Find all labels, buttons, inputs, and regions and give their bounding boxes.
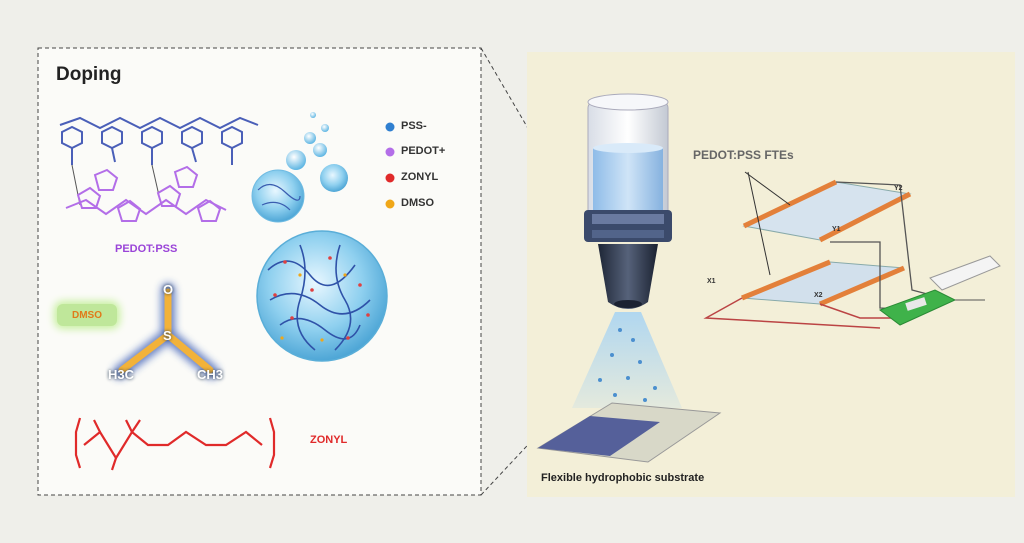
dmso-oxygen-label: O xyxy=(163,282,174,297)
zonyl-structure xyxy=(74,417,276,471)
dmso-badge: DMSO xyxy=(57,304,117,326)
legend-dot-dmso xyxy=(385,199,395,209)
medium-sphere xyxy=(251,169,305,223)
legend-label: PSS- xyxy=(401,120,427,132)
legend-item-dmso: DMSO xyxy=(385,197,434,209)
legend-dot-pedot xyxy=(385,147,395,157)
coated-region xyxy=(538,416,660,456)
legend-item-zonyl: ZONYL xyxy=(385,171,438,183)
pedot-pss-label: PEDOT:PSS xyxy=(115,243,178,255)
fte-arrow-1 xyxy=(744,171,791,206)
doping-panel xyxy=(37,47,482,496)
dmso-molecule xyxy=(113,283,219,379)
electrode-label-y1: Y1 xyxy=(832,226,841,233)
spray-droplets xyxy=(598,328,657,402)
doping-title: Doping xyxy=(56,64,122,85)
electrode-label-x2: X2 xyxy=(814,292,823,299)
legend-dot-zonyl xyxy=(385,173,395,183)
legend-label: DMSO xyxy=(401,197,434,209)
spray-cone xyxy=(572,312,682,408)
dmso-left-methyl-label: H3C xyxy=(108,367,135,382)
legend-label: ZONYL xyxy=(401,171,439,183)
substrate-label: Flexible hydrophobic substrate xyxy=(541,472,705,484)
legend-item-pedot: PEDOT+ xyxy=(385,145,445,157)
dmso-sulfur-label: S xyxy=(163,328,172,343)
large-sphere xyxy=(256,230,388,362)
electrode-label-x1: X1 xyxy=(707,278,716,285)
spray-vial xyxy=(584,93,672,309)
dmso-right-methyl-label: CH3 xyxy=(197,367,224,382)
pss-chain xyxy=(59,116,259,165)
fte-arrow-2 xyxy=(747,171,771,276)
legend-dot-pss xyxy=(385,122,395,132)
legend-label: PEDOT+ xyxy=(401,145,446,157)
small-particles xyxy=(286,112,348,192)
fte-device xyxy=(703,179,1001,329)
pedot-chain xyxy=(65,165,227,222)
zonyl-label: ZONYL xyxy=(310,434,348,446)
legend-item-pss: PSS- xyxy=(385,120,427,132)
electrode-label-y2: Y2 xyxy=(894,185,903,192)
zoom-line-bottom xyxy=(480,354,613,496)
fte-label: PEDOT:PSS FTEs xyxy=(693,148,794,162)
large-sphere-dopants xyxy=(273,256,370,340)
large-sphere-dmso xyxy=(280,273,347,342)
dmso-badge-text: DMSO xyxy=(72,309,102,321)
medium-sphere-chains xyxy=(257,183,301,211)
